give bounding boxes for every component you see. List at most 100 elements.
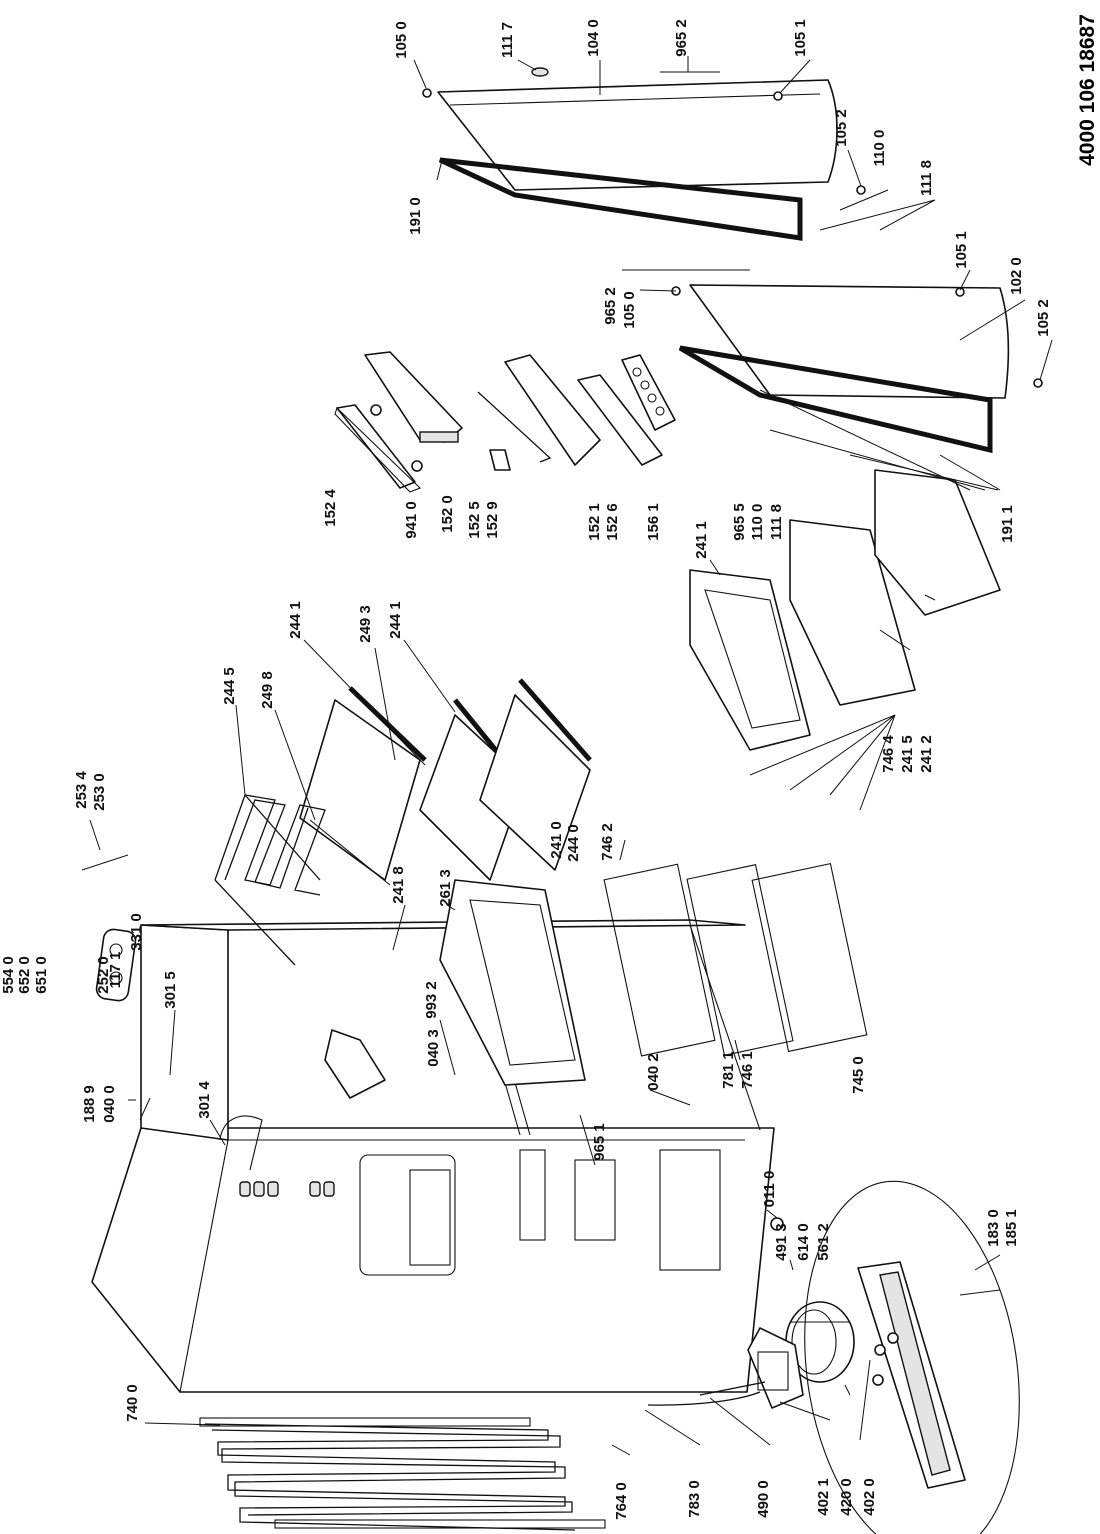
part-label-p0110: 011 0	[761, 1171, 778, 1208]
bin-clip-152-5	[489, 449, 511, 471]
cabinet-body	[91, 919, 775, 1393]
part-label-p2418: 241 8	[390, 866, 407, 904]
part-label-p9652b: 965 2	[602, 287, 619, 325]
condenser-coil	[199, 1417, 606, 1531]
part-label-p2410: 241 0	[548, 821, 565, 859]
part-label-p2440: 244 0	[565, 824, 582, 862]
part-label-p6510: 651 0	[33, 956, 50, 994]
part-label-p1100b: 110 0	[749, 504, 766, 541]
power-cord	[647, 1391, 761, 1406]
part-label-p1529: 152 9	[484, 501, 501, 539]
part-label-p7464: 746 4	[880, 735, 897, 773]
part-label-p7450: 745 0	[850, 1056, 867, 1094]
evaporator-grid-3	[751, 862, 868, 1053]
door-gasket-upper	[438, 157, 803, 241]
part-label-p3014: 301 4	[196, 1081, 213, 1119]
part-label-p2441b: 244 1	[387, 601, 404, 639]
compressor-mount-plate	[804, 1180, 1020, 1534]
part-label-p7461: 746 1	[739, 1051, 756, 1089]
egg-tray	[621, 354, 676, 431]
part-label-p1851: 185 1	[1003, 1209, 1020, 1247]
wire-shelf	[214, 794, 326, 966]
fridge-door-lower	[689, 284, 1010, 399]
bin-rod-152-9	[477, 391, 552, 463]
part-label-p1525: 152 5	[466, 501, 483, 539]
part-label-p1910: 191 0	[407, 197, 424, 235]
door-bin-152-0	[364, 351, 463, 443]
part-label-p2493: 249 3	[357, 605, 374, 643]
part-label-p1561: 156 1	[645, 503, 662, 541]
part-label-p9655: 965 5	[731, 503, 748, 541]
thermostat-housing	[95, 928, 137, 1002]
part-label-p7830: 783 0	[686, 1480, 703, 1518]
part-label-p1052b: 105 2	[1035, 299, 1052, 337]
part-label-p6140: 614 0	[795, 1223, 812, 1261]
part-label-p7811: 781 1	[720, 1051, 737, 1089]
part-label-p1524: 152 4	[322, 489, 339, 527]
cabinet-vents	[239, 1181, 335, 1197]
part-label-p4913: 491 3	[773, 1223, 790, 1261]
part-label-p4021: 402 1	[815, 1478, 832, 1516]
part-label-p1118a: 111 8	[918, 160, 935, 196]
part-label-p1118b: 111 8	[768, 504, 785, 540]
part-label-p1889: 188 9	[81, 1085, 98, 1123]
crisper-drawer-1	[689, 569, 811, 751]
part-label-p1171: 117 1	[107, 952, 124, 989]
part-label-p2445: 244 5	[221, 667, 238, 705]
part-label-p1051a: 105 1	[792, 19, 809, 57]
part-label-p1117: 111 7	[499, 22, 516, 58]
part-label-p9932: 993 2	[423, 981, 440, 1019]
freezer-door-upper	[437, 79, 838, 191]
part-label-p5612: 561 2	[815, 1223, 832, 1261]
part-label-p7640: 764 0	[613, 1482, 630, 1520]
door-gasket-lower	[678, 345, 993, 454]
part-label-p4900: 490 0	[755, 1480, 772, 1518]
crisper-drawer-2	[789, 519, 916, 706]
part-label-p2411a: 241 1	[693, 521, 710, 559]
part-label-p1520: 152 0	[439, 495, 456, 533]
part-label-p2534: 253 4	[73, 771, 90, 809]
evaporator-grid-2	[686, 864, 794, 1056]
door-bin-152-4	[334, 404, 421, 493]
part-label-p1020: 102 0	[1008, 257, 1025, 295]
part-label-p7462: 746 2	[599, 823, 616, 861]
part-label-p3310: 331 0	[128, 913, 145, 951]
part-label-p5540: 554 0	[0, 956, 17, 994]
part-label-p1052a: 105 2	[833, 109, 850, 147]
part-label-p1051b: 105 1	[953, 231, 970, 269]
glass-shelf-lower	[479, 678, 592, 871]
freezer-drawer	[439, 879, 586, 1086]
part-label-p1526: 152 6	[604, 503, 621, 541]
part-label-p3015: 301 5	[162, 971, 179, 1009]
part-label-p1040: 104 0	[585, 19, 602, 57]
part-label-p6520: 652 0	[16, 956, 33, 994]
part-label-p4020: 402 0	[861, 1478, 878, 1516]
part-label-p0402: 040 2	[645, 1053, 662, 1091]
part-label-p2441a: 244 1	[287, 601, 304, 639]
leader-lines	[81, 56, 1053, 1456]
part-label-p2415: 241 5	[899, 735, 916, 773]
part-label-p1830: 183 0	[985, 1209, 1002, 1247]
part-label-p1911: 191 1	[999, 505, 1016, 543]
part-label-p7400: 740 0	[124, 1384, 141, 1422]
part-label-p9410: 941 0	[403, 501, 420, 539]
part-label-p2530: 253 0	[91, 773, 108, 811]
part-label-p2498: 249 8	[259, 671, 276, 709]
evaporator-grid-1	[603, 863, 716, 1057]
door-bin-152-6	[577, 374, 663, 466]
part-label-p1050b: 105 0	[621, 291, 638, 329]
part-label-p9652a: 965 2	[673, 19, 690, 57]
part-label-p2613: 261 3	[437, 869, 454, 907]
crisper-drawer-3	[874, 469, 1001, 616]
part-label-p2412: 241 2	[918, 735, 935, 773]
starter-relay-box	[747, 1327, 804, 1409]
ice-box	[324, 1029, 386, 1099]
part-label-p1521: 152 1	[586, 503, 603, 541]
part-label-p4200: 420 0	[838, 1478, 855, 1516]
compressor	[785, 1301, 855, 1383]
part-label-p0403: 040 3	[425, 1029, 442, 1067]
part-label-p1100a: 110 0	[871, 130, 888, 167]
part-label-p0400: 040 0	[101, 1085, 118, 1123]
